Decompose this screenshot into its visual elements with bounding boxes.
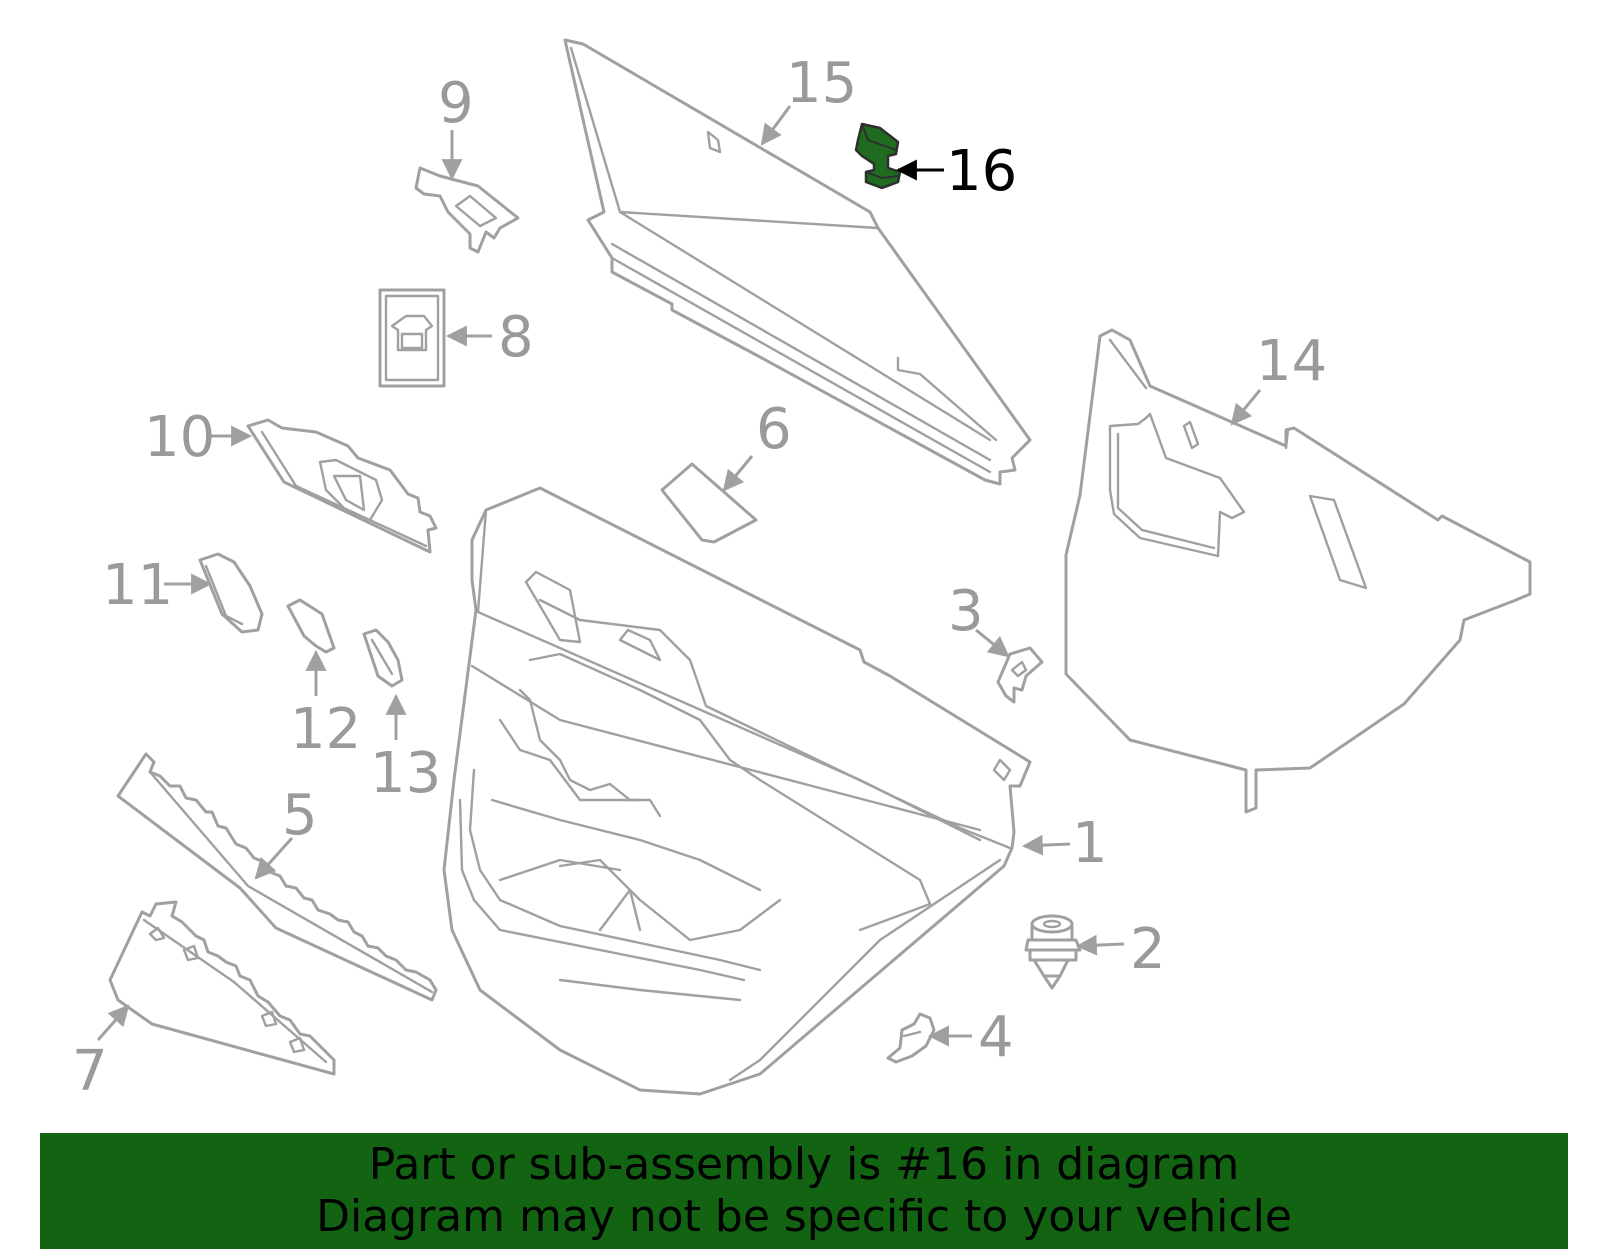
part-11-trim-piece[interactable]	[198, 552, 264, 634]
callout-4: 4	[978, 1005, 1014, 1070]
part-5-trim-strip[interactable]	[116, 752, 438, 1002]
part-8-switch-panel[interactable]	[378, 288, 446, 388]
callout-7: 7	[72, 1039, 108, 1104]
part-9-bracket[interactable]	[414, 166, 520, 254]
part-16-clip[interactable]	[854, 122, 902, 190]
part-14-insulator[interactable]	[1064, 328, 1532, 814]
part-12-trim-piece[interactable]	[286, 598, 336, 654]
part-15-window-shade[interactable]	[563, 38, 1032, 486]
callout-1: 1	[1072, 811, 1108, 876]
callout-6: 6	[756, 397, 792, 462]
callout-5: 5	[282, 783, 318, 848]
callout-14: 14	[1256, 329, 1327, 394]
part-2-fastener[interactable]	[1024, 914, 1082, 990]
part-10-armrest-bezel[interactable]	[246, 418, 438, 554]
callout-10: 10	[144, 405, 215, 470]
part-13-trim-piece[interactable]	[362, 628, 404, 688]
parts-diagram: 1 2 3 4 5 6 7 8 9 10 11 12 13 14 15 16	[72, 38, 1532, 1104]
callout-8: 8	[498, 305, 534, 370]
callout-11: 11	[102, 553, 173, 618]
part-7-lower-trim[interactable]	[108, 900, 336, 1076]
part-1-door-trim-panel[interactable]	[442, 486, 1032, 1096]
callout-16: 16	[946, 139, 1017, 204]
callout-9: 9	[438, 71, 474, 136]
callout-labels: 1 2 3 4 5 6 7 8 9 10 11 12 13 14 15 16	[72, 51, 1327, 1104]
callout-13: 13	[370, 741, 441, 806]
part-3-clip[interactable]	[996, 646, 1044, 704]
part-4-clip[interactable]	[886, 1012, 936, 1064]
callout-12: 12	[290, 697, 361, 762]
callout-2: 2	[1130, 917, 1166, 982]
callout-15: 15	[786, 51, 857, 116]
part-6-pad[interactable]	[660, 462, 758, 544]
callout-3: 3	[948, 579, 984, 644]
leader-lines	[96, 105, 1262, 1047]
info-banner: Part or sub-assembly is #16 in diagram D…	[40, 1133, 1568, 1249]
banner-line-part-number: Part or sub-assembly is #16 in diagram	[368, 1139, 1240, 1190]
banner-line-disclaimer: Diagram may not be specific to your vehi…	[316, 1191, 1292, 1242]
